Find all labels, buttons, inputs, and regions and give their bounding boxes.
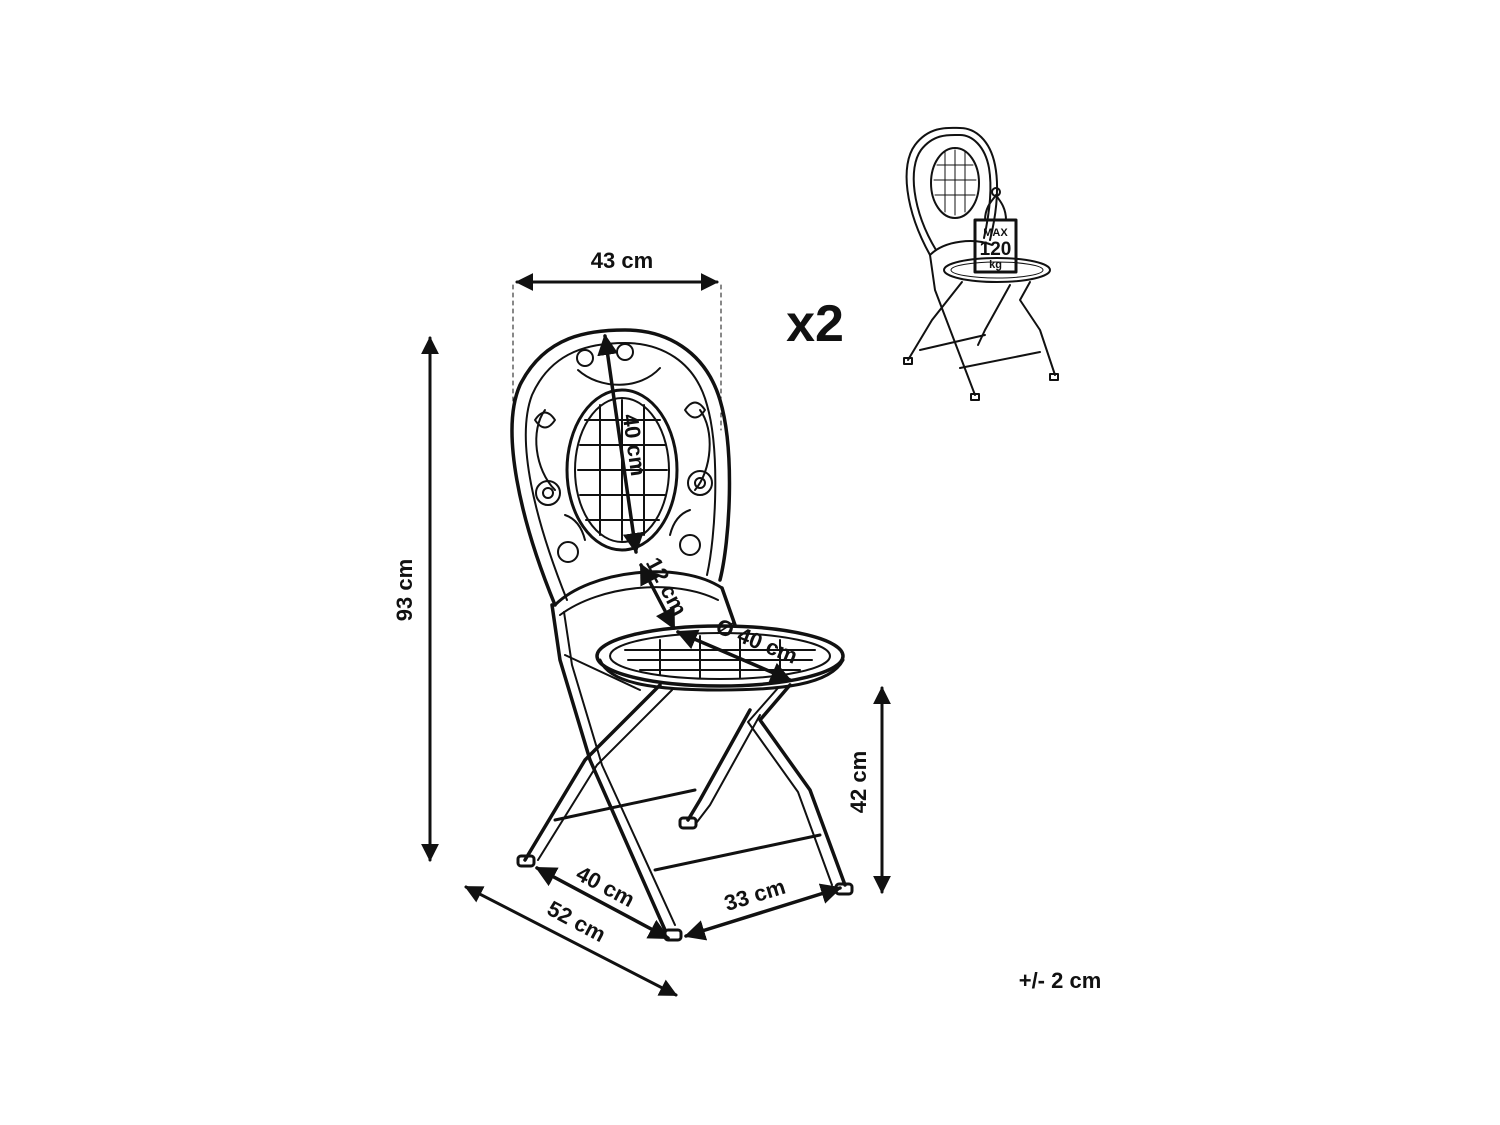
stretcher-front: [653, 833, 822, 872]
backrest-frame-inner: [524, 342, 717, 601]
seat-rim: [595, 624, 845, 688]
load-badge-line1: MAX: [983, 227, 1008, 239]
stretcher-side: [564, 654, 641, 691]
foot-rear-left: [516, 854, 536, 868]
front-leg-right: [758, 683, 847, 887]
load-capacity-chair-icon: MAX 120 kg: [903, 126, 1059, 401]
seat-apron: [598, 658, 845, 692]
backrest-crossbar: [553, 570, 724, 607]
seat-height-label: 42 cm: [846, 751, 871, 813]
dim-total-depth: 52 cm: [464, 885, 678, 997]
rear-upright-left-inner: [563, 611, 676, 926]
height-total-label: 93 cm: [392, 559, 417, 621]
tolerance-label: +/- 2 cm: [1019, 968, 1102, 993]
rear-upright-right: [720, 586, 737, 627]
dim-backrest-height: 40 cm: [597, 333, 651, 555]
backrest-frame-outer: [510, 328, 732, 607]
rear-leg-right: [686, 708, 752, 822]
front-leg-right-inner: [747, 687, 833, 886]
dim-seat-height: 42 cm: [846, 686, 891, 894]
stretcher-rear: [553, 788, 697, 822]
dim-backrest-gap: 12 cm: [639, 553, 692, 630]
quantity-label: x2: [786, 295, 844, 353]
rear-leg-right-2: [696, 714, 761, 823]
leg-width-label: 33 cm: [721, 874, 788, 916]
front-leg-left-inner: [537, 689, 673, 861]
width-top-label: 43 cm: [591, 248, 653, 273]
seat-inner: [609, 632, 831, 680]
dim-leg-width: 33 cm: [683, 874, 843, 941]
front-leg-left: [523, 683, 662, 862]
flower-ornaments: [535, 470, 713, 541]
dim-width-top: 43 cm: [512, 248, 722, 431]
weight-bag-icon: [973, 218, 1018, 274]
foot-rear-right: [678, 816, 698, 830]
dim-height-total: 93 cm: [392, 336, 439, 862]
backrest-crossbar-inner: [559, 586, 719, 616]
load-badge-line3: kg: [989, 259, 1002, 271]
load-badge-line2: 120: [980, 239, 1012, 260]
rear-upright-left: [550, 603, 667, 932]
